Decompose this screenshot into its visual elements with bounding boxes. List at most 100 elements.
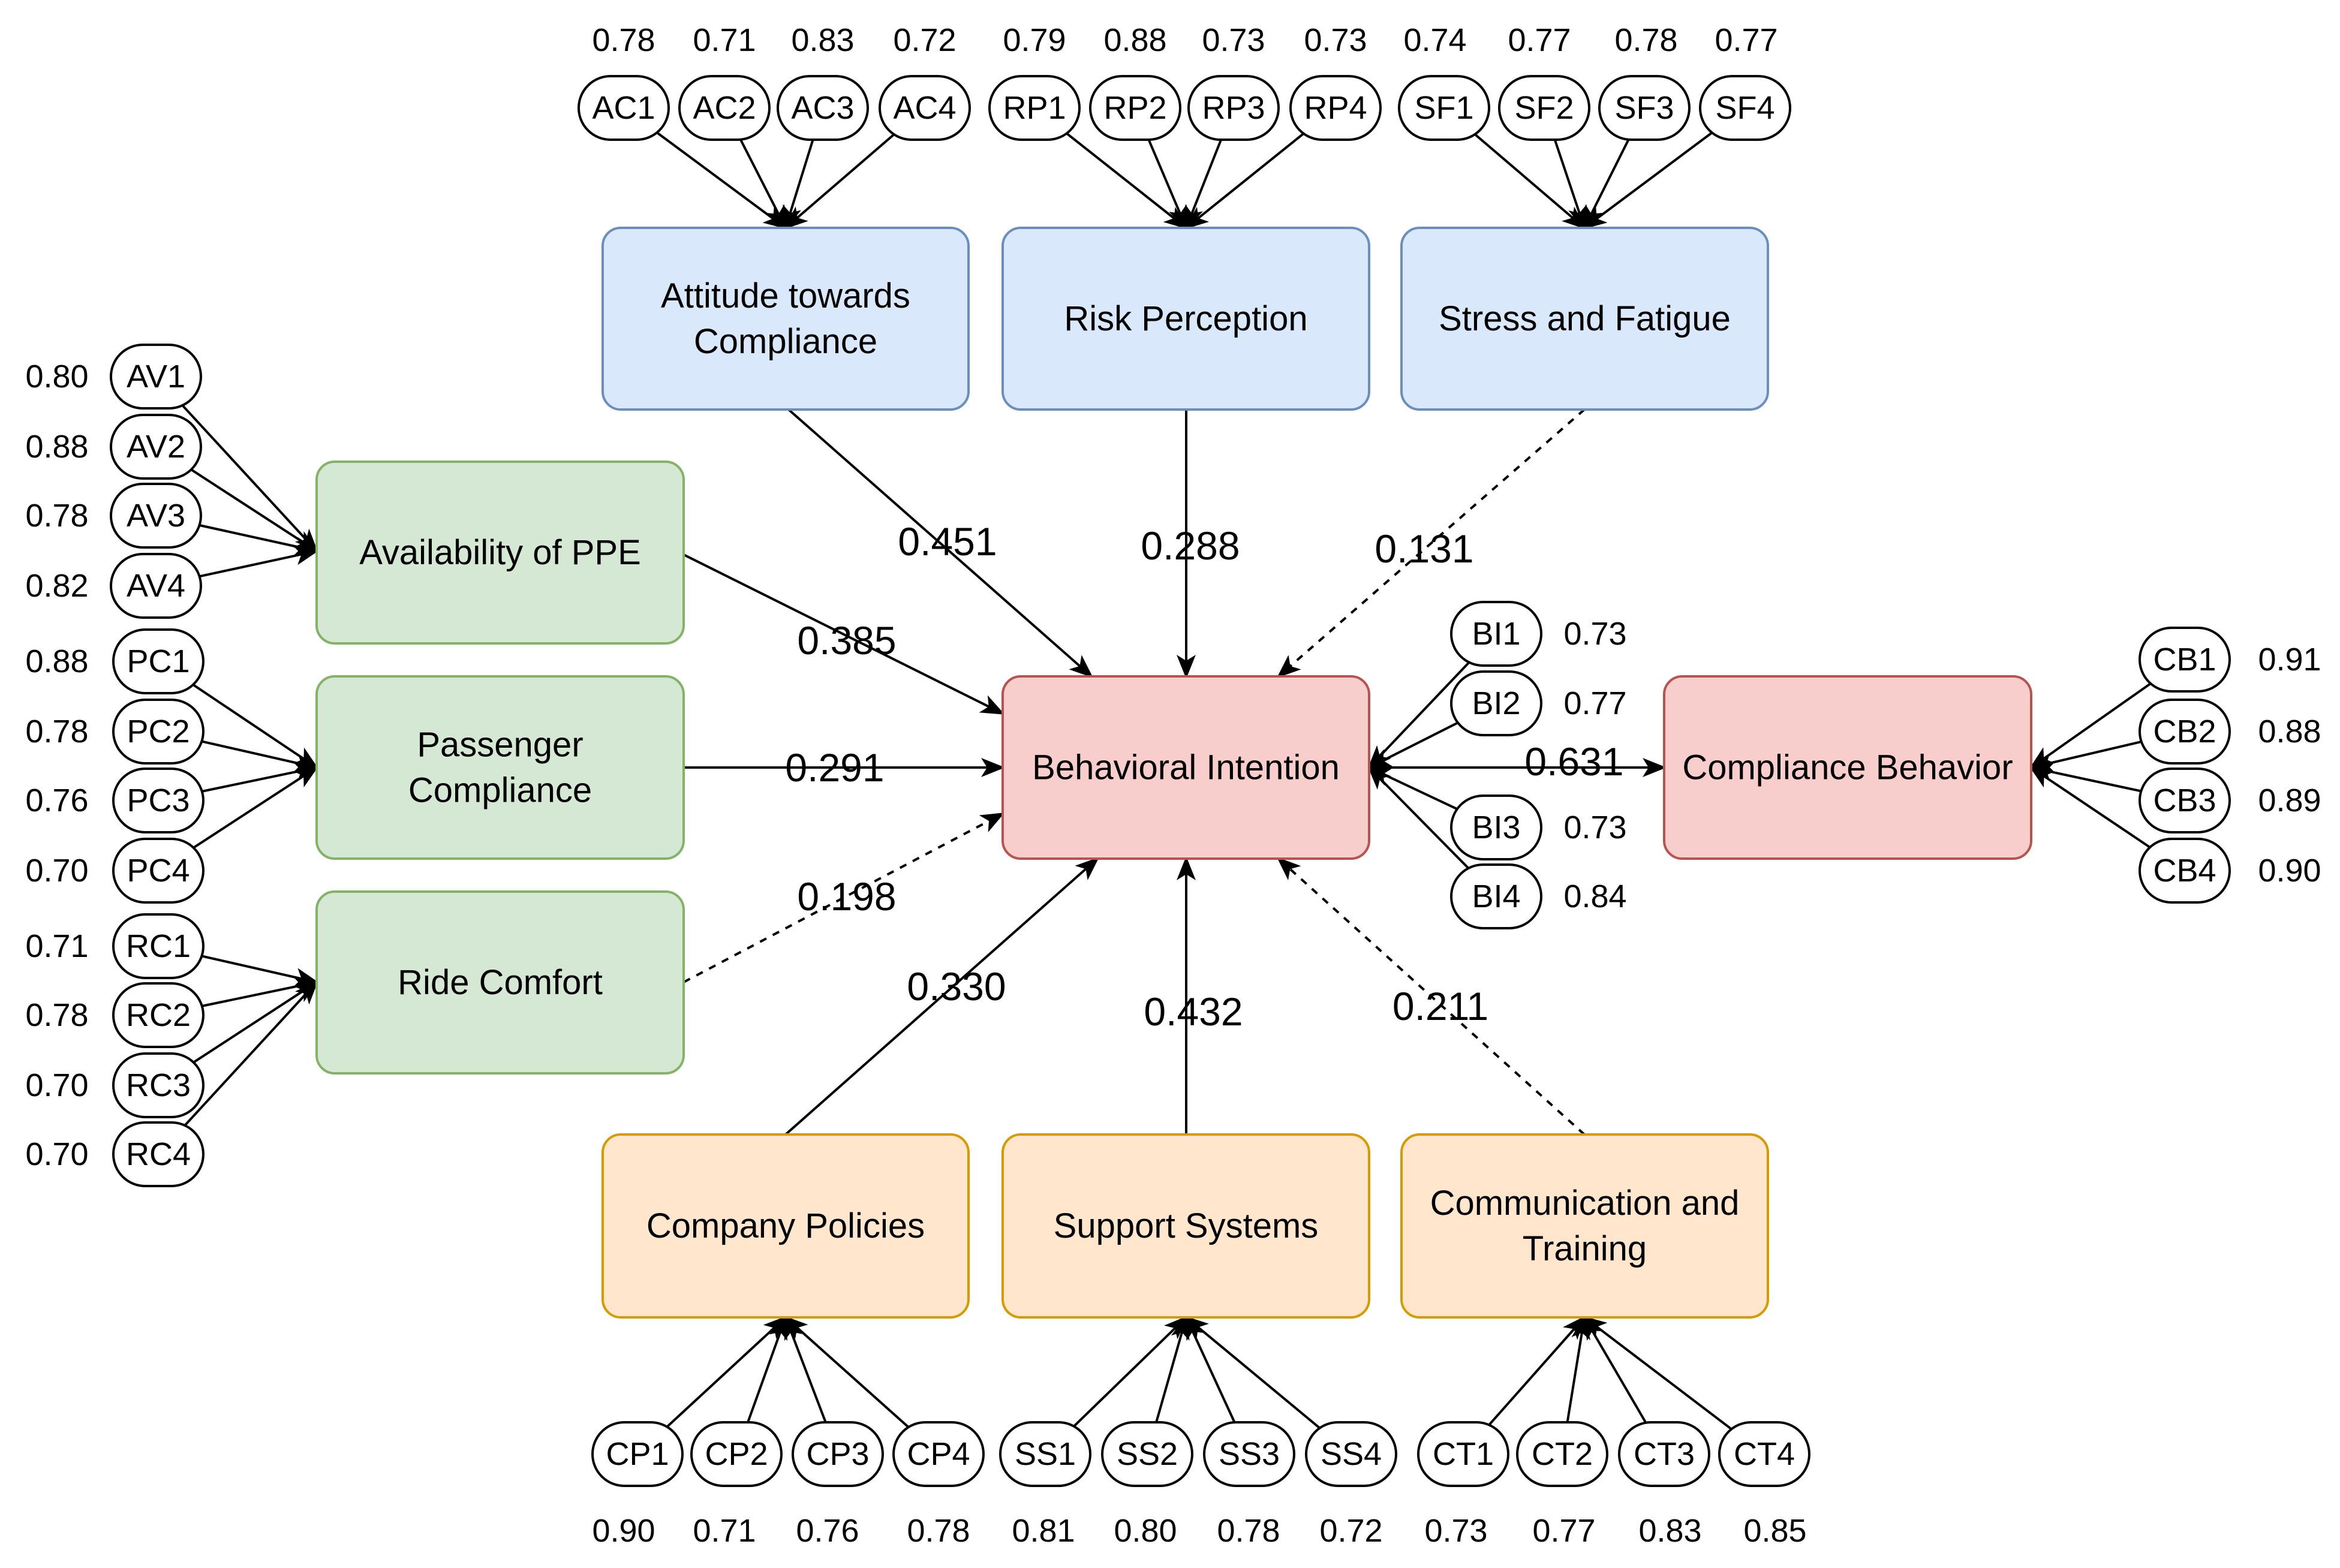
indicator-arrow-bi2 [1367,721,1460,769]
indicator-ct4: CT4 [1718,1421,1810,1487]
indicator-ellipse [112,913,204,979]
indicator-label: CT1 [1433,1436,1494,1472]
loading-av1: 0.80 [25,359,88,395]
loading-ss3: 0.78 [1217,1513,1280,1549]
path-coefficient-av-bi: 0.385 [797,618,896,663]
indicator-label: SS2 [1117,1436,1178,1472]
path-coefficient-bi-cb: 0.631 [1524,739,1623,784]
construct-label: Support Systems [1054,1206,1319,1245]
indicator-ellipse [1618,1421,1710,1487]
indicator-label: AC3 [791,90,854,126]
loading-ct1: 0.73 [1424,1513,1487,1549]
indicator-arrow-pc2 [200,740,319,772]
construct-box [601,1133,970,1319]
indicator-ellipse [591,1421,684,1487]
indicator-label: CB1 [2153,642,2216,678]
loading-ct4: 0.85 [1743,1513,1806,1549]
loading-bi4: 0.84 [1563,878,1626,914]
loading-bi3: 0.73 [1563,809,1626,845]
indicator-label: PC3 [127,783,190,818]
indicator-rp1: RP1 [988,75,1081,141]
loading-sf4: 0.77 [1715,22,1777,58]
indicator-label: CP3 [806,1436,869,1472]
construct-box [315,461,685,645]
indicator-ellipse [110,414,202,480]
loading-pc3: 0.76 [25,783,88,818]
indicator-arrow-ac1 [654,130,788,230]
indicator-label: RP1 [1003,90,1066,126]
indicator-label: SF4 [1715,90,1774,126]
indicator-ellipse [1101,1421,1193,1487]
indicator-arrow-bi3 [1367,766,1460,811]
indicator-ct1: CT1 [1417,1421,1509,1487]
indicator-ellipse [2139,627,2231,693]
indicator-arrow-ct3 [1583,1315,1649,1426]
indicator-sf2: SF2 [1498,75,1590,141]
loading-ac1: 0.78 [592,22,655,58]
indicator-label: CT3 [1634,1436,1695,1472]
indicator-arrow-ac4 [783,131,897,230]
construct-box [1001,227,1370,411]
indicator-label: CB4 [2153,853,2216,889]
path-coefficient-rp-bi: 0.288 [1141,523,1240,568]
loading-ct3: 0.83 [1638,1513,1701,1549]
indicator-ss4: SS4 [1305,1421,1397,1487]
indicator-arrow-ss1 [1070,1316,1188,1429]
loading-cb2: 0.88 [2258,714,2321,750]
construct-cb: Compliance Behavior [1663,675,2032,860]
indicator-arrow-ss3 [1185,1315,1237,1425]
indicator-ellipse [578,75,670,141]
loading-rc3: 0.70 [25,1067,88,1103]
indicator-ellipse [112,768,204,833]
indicator-label: CP4 [907,1436,970,1472]
indicator-rp2: RP2 [1089,75,1181,141]
indicator-ss1: SS1 [999,1421,1091,1487]
indicator-arrow-sf1 [1472,131,1587,230]
construct-label: Company Policies [646,1206,925,1245]
construct-box [1001,1133,1370,1319]
indicator-ellipse [1718,1421,1810,1487]
indicator-arrow-cb1 [2029,681,2153,769]
indicator-arrow-ss4 [1184,1316,1323,1431]
indicator-ellipse [1305,1421,1397,1487]
indicator-label: AV1 [127,359,185,395]
indicator-cb3: CB3 [2139,768,2231,833]
construct-rp: Risk Perception [1001,227,1370,411]
indicator-arrow-sf4 [1582,130,1715,230]
indicator-ellipse [777,75,869,141]
indicator-sf3: SF3 [1598,75,1691,141]
loading-ss1: 0.81 [1012,1513,1075,1549]
indicator-ellipse [1289,75,1382,141]
indicator-ac3: AC3 [777,75,869,141]
indicator-label: SF1 [1414,90,1473,126]
indicator-label: SS3 [1219,1436,1280,1472]
indicator-arrow-cp3 [784,1315,828,1424]
loading-pc1: 0.88 [25,643,88,679]
indicator-label: RC3 [126,1067,191,1103]
indicator-ellipse [792,1421,884,1487]
indicator-ellipse [112,628,204,694]
loading-rc1: 0.71 [25,928,88,964]
indicator-ellipse [112,699,204,765]
indicator-label: CP2 [705,1436,768,1472]
loading-cp1: 0.90 [592,1513,655,1549]
indicator-ellipse [988,75,1081,141]
indicator-arrow-rc1 [200,955,319,987]
indicator-bi2: BI2 [1450,670,1542,736]
construct-label: Compliance Behavior [1682,748,2013,787]
indicator-arrow-cb4 [2029,766,2153,850]
construct-label: Compliance [408,771,592,810]
indicator-label: AV2 [127,429,185,465]
construct-label: Attitude towards [661,276,910,315]
indicator-av1: AV1 [110,344,202,410]
path-arrow-cp-bi [784,857,1099,1136]
indicator-ellipse [2139,768,2231,833]
loading-rc2: 0.78 [25,997,88,1033]
construct-label: Risk Perception [1064,299,1307,338]
indicator-pc4: PC4 [112,838,204,904]
indicator-label: CT4 [1734,1436,1795,1472]
